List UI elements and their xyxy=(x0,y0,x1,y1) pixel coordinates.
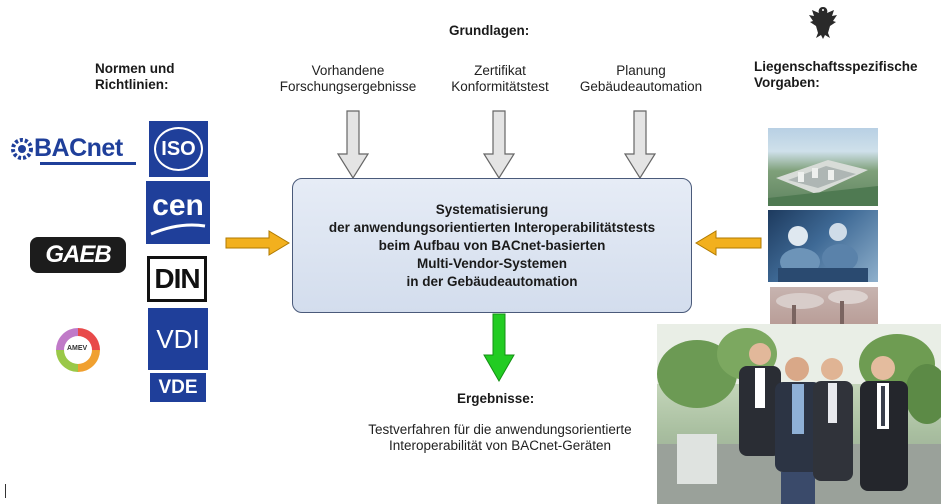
grundlagen-item-line: Konformitätstest xyxy=(451,79,549,94)
ergebnisse-title: Ergebnisse: xyxy=(457,391,535,406)
ergebnisse-line: Testverfahren für die anwendungsorientie… xyxy=(368,422,632,437)
grundlagen-item-zertifikat: Zertifikat Konformitätstest xyxy=(430,63,570,95)
industrial-shapes xyxy=(776,290,868,327)
operating-room-shapes xyxy=(778,223,868,282)
amev-cycle-icon xyxy=(56,328,100,372)
liegenschaft-line: Vorgaben: xyxy=(754,75,820,90)
hollow-down-arrow-icon xyxy=(336,110,370,180)
normen-heading: Normen und Richtlinien: xyxy=(95,61,175,93)
team-photo xyxy=(657,324,941,504)
iso-logo: ISO xyxy=(149,121,208,177)
corner-tick xyxy=(5,484,6,498)
center-line: Multi-Vendor-Systemen xyxy=(416,255,568,271)
iso-ring: ISO xyxy=(154,127,203,171)
hollow-down-arrow-icon xyxy=(623,110,657,180)
orange-left-arrow-icon xyxy=(695,230,762,256)
grundlagen-item-line: Planung xyxy=(616,63,666,78)
vdi-text: VDI xyxy=(156,323,200,354)
orange-right-arrow-icon xyxy=(225,230,290,256)
grundlagen-item-planung: Planung Gebäudeautomation xyxy=(566,63,716,95)
federal-eagle-icon xyxy=(809,7,837,39)
grundlagen-item-line: Gebäudeautomation xyxy=(579,79,703,94)
center-line: der anwendungsorientierten Interoperabil… xyxy=(328,219,656,235)
ergebnisse-line: Interoperabilität von BACnet-Geräten xyxy=(388,438,612,453)
vde-text: VDE xyxy=(158,376,198,398)
bacnet-gear-icon xyxy=(11,138,33,160)
bacnet-underline xyxy=(40,162,136,165)
grundlagen-item-line: Forschungsergebnisse xyxy=(279,79,417,94)
grundlagen-item-line: Zertifikat xyxy=(474,63,526,78)
industrial-photo xyxy=(770,287,878,327)
grundlagen-title: Grundlagen: xyxy=(449,23,530,38)
center-line: Systematisierung xyxy=(435,201,549,217)
hollow-down-arrow-icon xyxy=(482,110,516,180)
gaeb-text: GAEB xyxy=(45,241,111,268)
operating-room-photo xyxy=(768,210,878,282)
building-aerial-photo xyxy=(768,128,878,206)
bacnet-logo: BACnet xyxy=(10,134,136,165)
iso-text: ISO xyxy=(161,137,196,160)
amev-text: AMEV xyxy=(67,345,88,352)
cen-logo: cen xyxy=(146,181,210,244)
normen-line: Richtlinien: xyxy=(95,77,169,92)
normen-line: Normen und xyxy=(95,61,175,76)
cen-swoosh-icon xyxy=(150,223,206,235)
building-aerial-shapes xyxy=(768,160,878,206)
amev-logo: AMEV xyxy=(52,324,104,376)
systematisierung-box: Systematisierung der anwendungsorientier… xyxy=(292,178,692,313)
grundlagen-item-forschung: Vorhandene Forschungsergebnisse xyxy=(268,63,428,95)
team-photo-shapes xyxy=(657,324,941,504)
center-line: in der Gebäudeautomation xyxy=(406,273,578,289)
vdi-logo: VDI xyxy=(148,308,208,370)
din-logo: DIN xyxy=(147,256,207,302)
bacnet-text: BACnet xyxy=(34,134,123,162)
din-text: DIN xyxy=(154,263,200,294)
gaeb-logo: GAEB xyxy=(30,237,126,273)
green-down-arrow-icon xyxy=(483,313,515,383)
vde-logo: VDE xyxy=(150,373,206,402)
center-line: beim Aufbau von BACnet-basierten xyxy=(378,237,606,253)
ergebnisse-text: Testverfahren für die anwendungsorientie… xyxy=(330,422,670,454)
grundlagen-item-line: Vorhandene xyxy=(311,63,385,78)
liegenschaft-line: Liegenschaftsspezifische xyxy=(754,59,918,74)
cen-text: cen xyxy=(152,188,204,222)
liegenschaft-heading: Liegenschaftsspezifische Vorgaben: xyxy=(754,59,918,91)
